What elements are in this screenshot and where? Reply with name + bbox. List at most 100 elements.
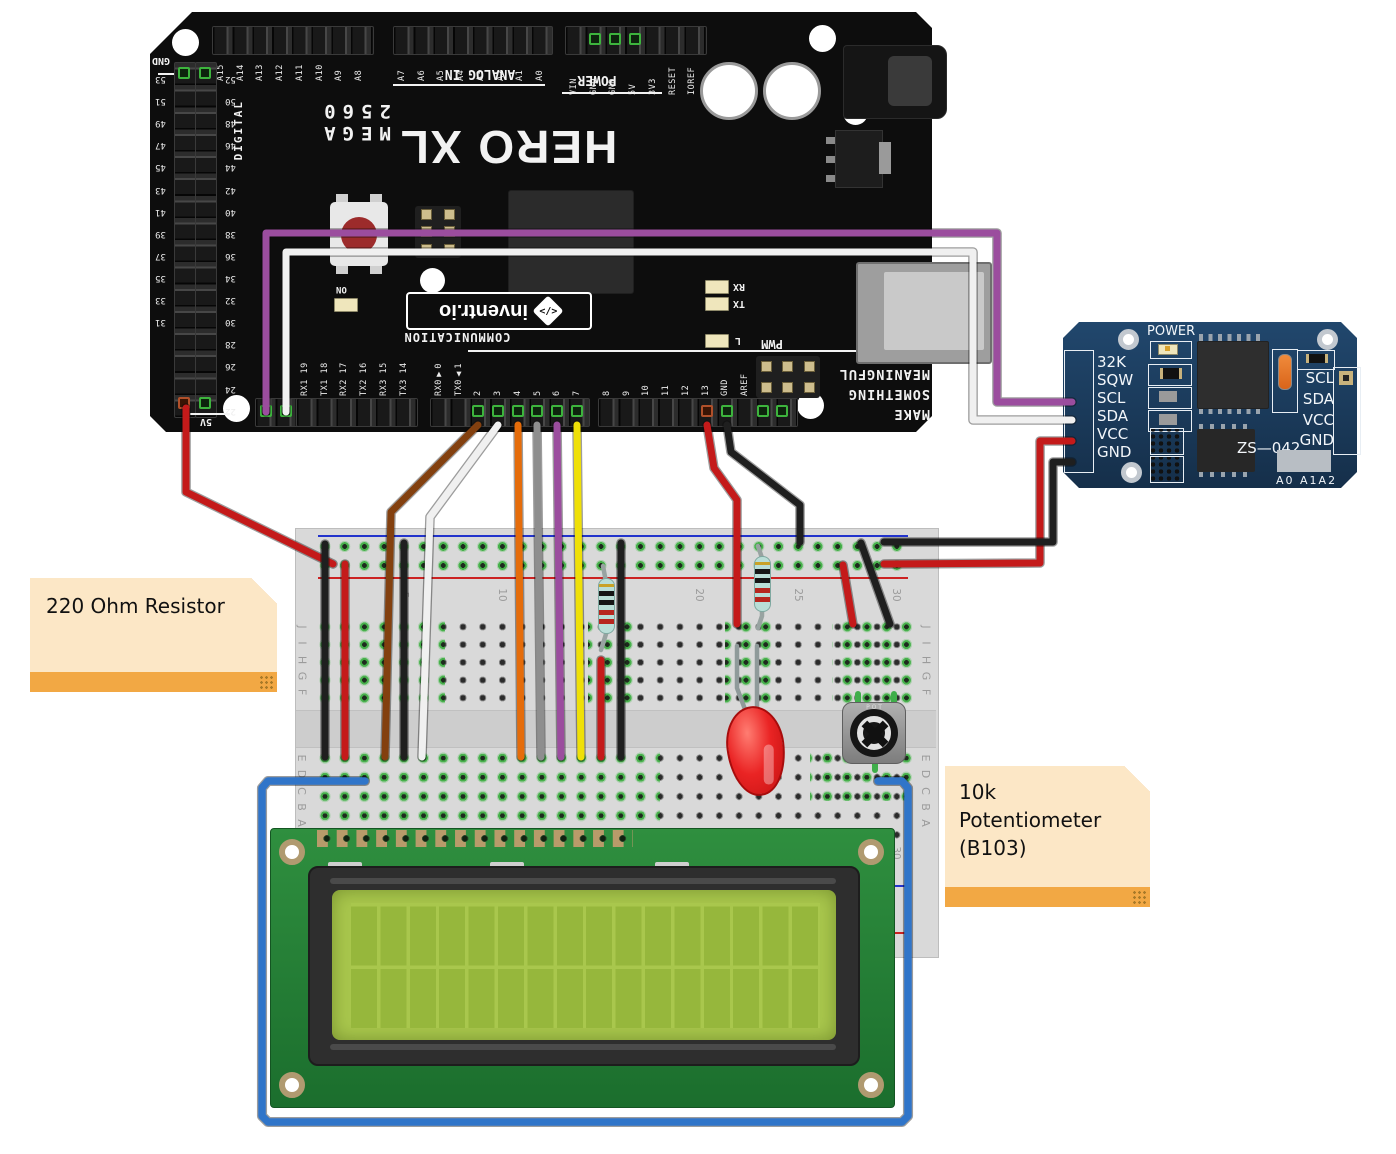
voltage-regulator bbox=[835, 130, 883, 188]
active-pin bbox=[492, 405, 504, 417]
pin-label: GND bbox=[720, 379, 731, 396]
board-name-label: HERO XL bbox=[398, 121, 618, 173]
rtc-chip-pins bbox=[1199, 406, 1265, 414]
rtc-pin-label: SDA bbox=[1097, 407, 1129, 425]
section-power-label: POWER bbox=[577, 72, 617, 87]
note-fold-corner bbox=[1124, 766, 1150, 792]
rtc-mount-hole bbox=[1121, 462, 1142, 483]
resistor-220ohm-2[interactable] bbox=[754, 556, 771, 612]
rtc-smd bbox=[1297, 350, 1335, 370]
active-pin bbox=[551, 405, 563, 417]
note-resize-grip[interactable] bbox=[1132, 890, 1146, 904]
rtc-power-led-box bbox=[1150, 341, 1192, 359]
rtc-crystal bbox=[1278, 354, 1292, 390]
note-fold-corner bbox=[251, 578, 277, 604]
pin-label: 38 bbox=[225, 228, 236, 239]
usb-connector-inner bbox=[884, 272, 984, 350]
rtc-address-pads bbox=[1277, 450, 1331, 472]
header-digital-left-col2[interactable] bbox=[195, 62, 217, 418]
tagline-line: MAKE bbox=[893, 406, 930, 422]
reset-button-legs bbox=[336, 266, 382, 274]
pin-label: 4 bbox=[512, 390, 523, 396]
connected-holes bbox=[318, 618, 445, 707]
rtc-smd-resistor bbox=[1148, 387, 1192, 409]
active-pin-5v bbox=[178, 397, 190, 409]
note-resize-grip[interactable] bbox=[259, 675, 273, 689]
pin-label: 3V3 bbox=[647, 78, 658, 95]
pin-label: 9 bbox=[621, 390, 632, 396]
pin-label: 42 bbox=[225, 184, 236, 195]
pin-label: 32 bbox=[225, 295, 236, 306]
pin-label: 37 bbox=[155, 250, 166, 261]
rail-negative-line-top bbox=[318, 535, 908, 537]
pin-label: A9 bbox=[334, 69, 345, 81]
rtc-right-pad-scl[interactable] bbox=[1339, 371, 1353, 385]
brand-label: inventr.io bbox=[439, 300, 528, 323]
row-letter: I bbox=[295, 641, 309, 645]
note-10k-potentiometer[interactable]: 10k Potentiometer (B103) bbox=[945, 766, 1150, 907]
rtc-pin-label: SQW bbox=[1097, 371, 1134, 389]
connected-holes bbox=[725, 618, 777, 707]
silkscreen-line bbox=[562, 92, 662, 94]
pin-label: 45 bbox=[155, 162, 166, 173]
rtc-mount-hole bbox=[1118, 329, 1139, 350]
capacitor bbox=[763, 62, 821, 120]
rtc-smd-resistor bbox=[1148, 364, 1192, 386]
note-text: 220 Ohm Resistor bbox=[46, 594, 225, 618]
row-letter: H bbox=[919, 655, 933, 664]
header-analog-a15-a8[interactable] bbox=[212, 26, 374, 55]
header-serial-digital-0-7[interactable] bbox=[430, 398, 590, 427]
rtc-eeprom-pins bbox=[1199, 471, 1253, 477]
potentiometer-trimmer[interactable]: P O T bbox=[842, 702, 906, 764]
barrel-jack-inner bbox=[888, 56, 932, 106]
note-bottom-bar[interactable] bbox=[30, 672, 277, 692]
pin-label: 35 bbox=[155, 273, 166, 284]
pin-label: 3 bbox=[493, 390, 504, 396]
active-pin bbox=[609, 33, 621, 45]
icsp-header[interactable] bbox=[415, 206, 461, 258]
note-bottom-bar[interactable] bbox=[945, 887, 1150, 907]
wire-gnd-black[interactable] bbox=[722, 420, 805, 547]
rtc-pin-label: GND bbox=[1097, 443, 1132, 461]
row-letter: F bbox=[919, 688, 933, 696]
active-pin bbox=[589, 33, 601, 45]
pin-label: 34 bbox=[225, 273, 236, 284]
row-letter: G bbox=[919, 671, 933, 681]
pin-label: 51 bbox=[155, 96, 166, 107]
rtc-eeprom-chip[interactable] bbox=[1197, 429, 1255, 472]
pin-label: RX1 19 bbox=[300, 362, 310, 396]
pin-label: RX0▼0 bbox=[434, 363, 444, 396]
resistor-220ohm-1[interactable] bbox=[598, 578, 615, 634]
pin-label: 6 bbox=[552, 390, 563, 396]
note-220-ohm-resistor[interactable]: 220 Ohm Resistor bbox=[30, 578, 277, 692]
active-pin-13 bbox=[701, 405, 713, 417]
on-led bbox=[334, 298, 358, 312]
pin-label: 40 bbox=[225, 206, 236, 217]
l-led-label: L bbox=[735, 335, 742, 346]
pin-label: 26 bbox=[225, 361, 236, 372]
header-digital-left-col1[interactable] bbox=[174, 62, 196, 418]
rtc-pin-label: 32K bbox=[1097, 353, 1126, 371]
rail-holes bbox=[318, 556, 906, 575]
row-letter: D bbox=[295, 770, 309, 779]
active-pin bbox=[199, 67, 211, 79]
active-pin bbox=[178, 67, 190, 79]
rtc-power-label: POWER bbox=[1147, 324, 1196, 339]
row-letter: D bbox=[919, 770, 933, 779]
pin-label: 43 bbox=[155, 184, 166, 195]
section-pwm-label: PWM bbox=[761, 337, 783, 351]
wire-gnd-black[interactable] bbox=[723, 421, 804, 546]
pin-label: A7 bbox=[397, 69, 407, 81]
header-communication[interactable] bbox=[296, 398, 418, 427]
rtc-ds3231-chip[interactable] bbox=[1197, 341, 1269, 409]
pin-label: 10 bbox=[641, 384, 652, 396]
header-analog-a7-a0[interactable] bbox=[393, 26, 553, 55]
rail-holes bbox=[318, 537, 906, 556]
header-power[interactable] bbox=[565, 26, 707, 55]
row-letter: J bbox=[919, 625, 933, 629]
pin-label: 24 bbox=[225, 383, 236, 394]
rtc-pin-label: VCC bbox=[1097, 425, 1129, 443]
